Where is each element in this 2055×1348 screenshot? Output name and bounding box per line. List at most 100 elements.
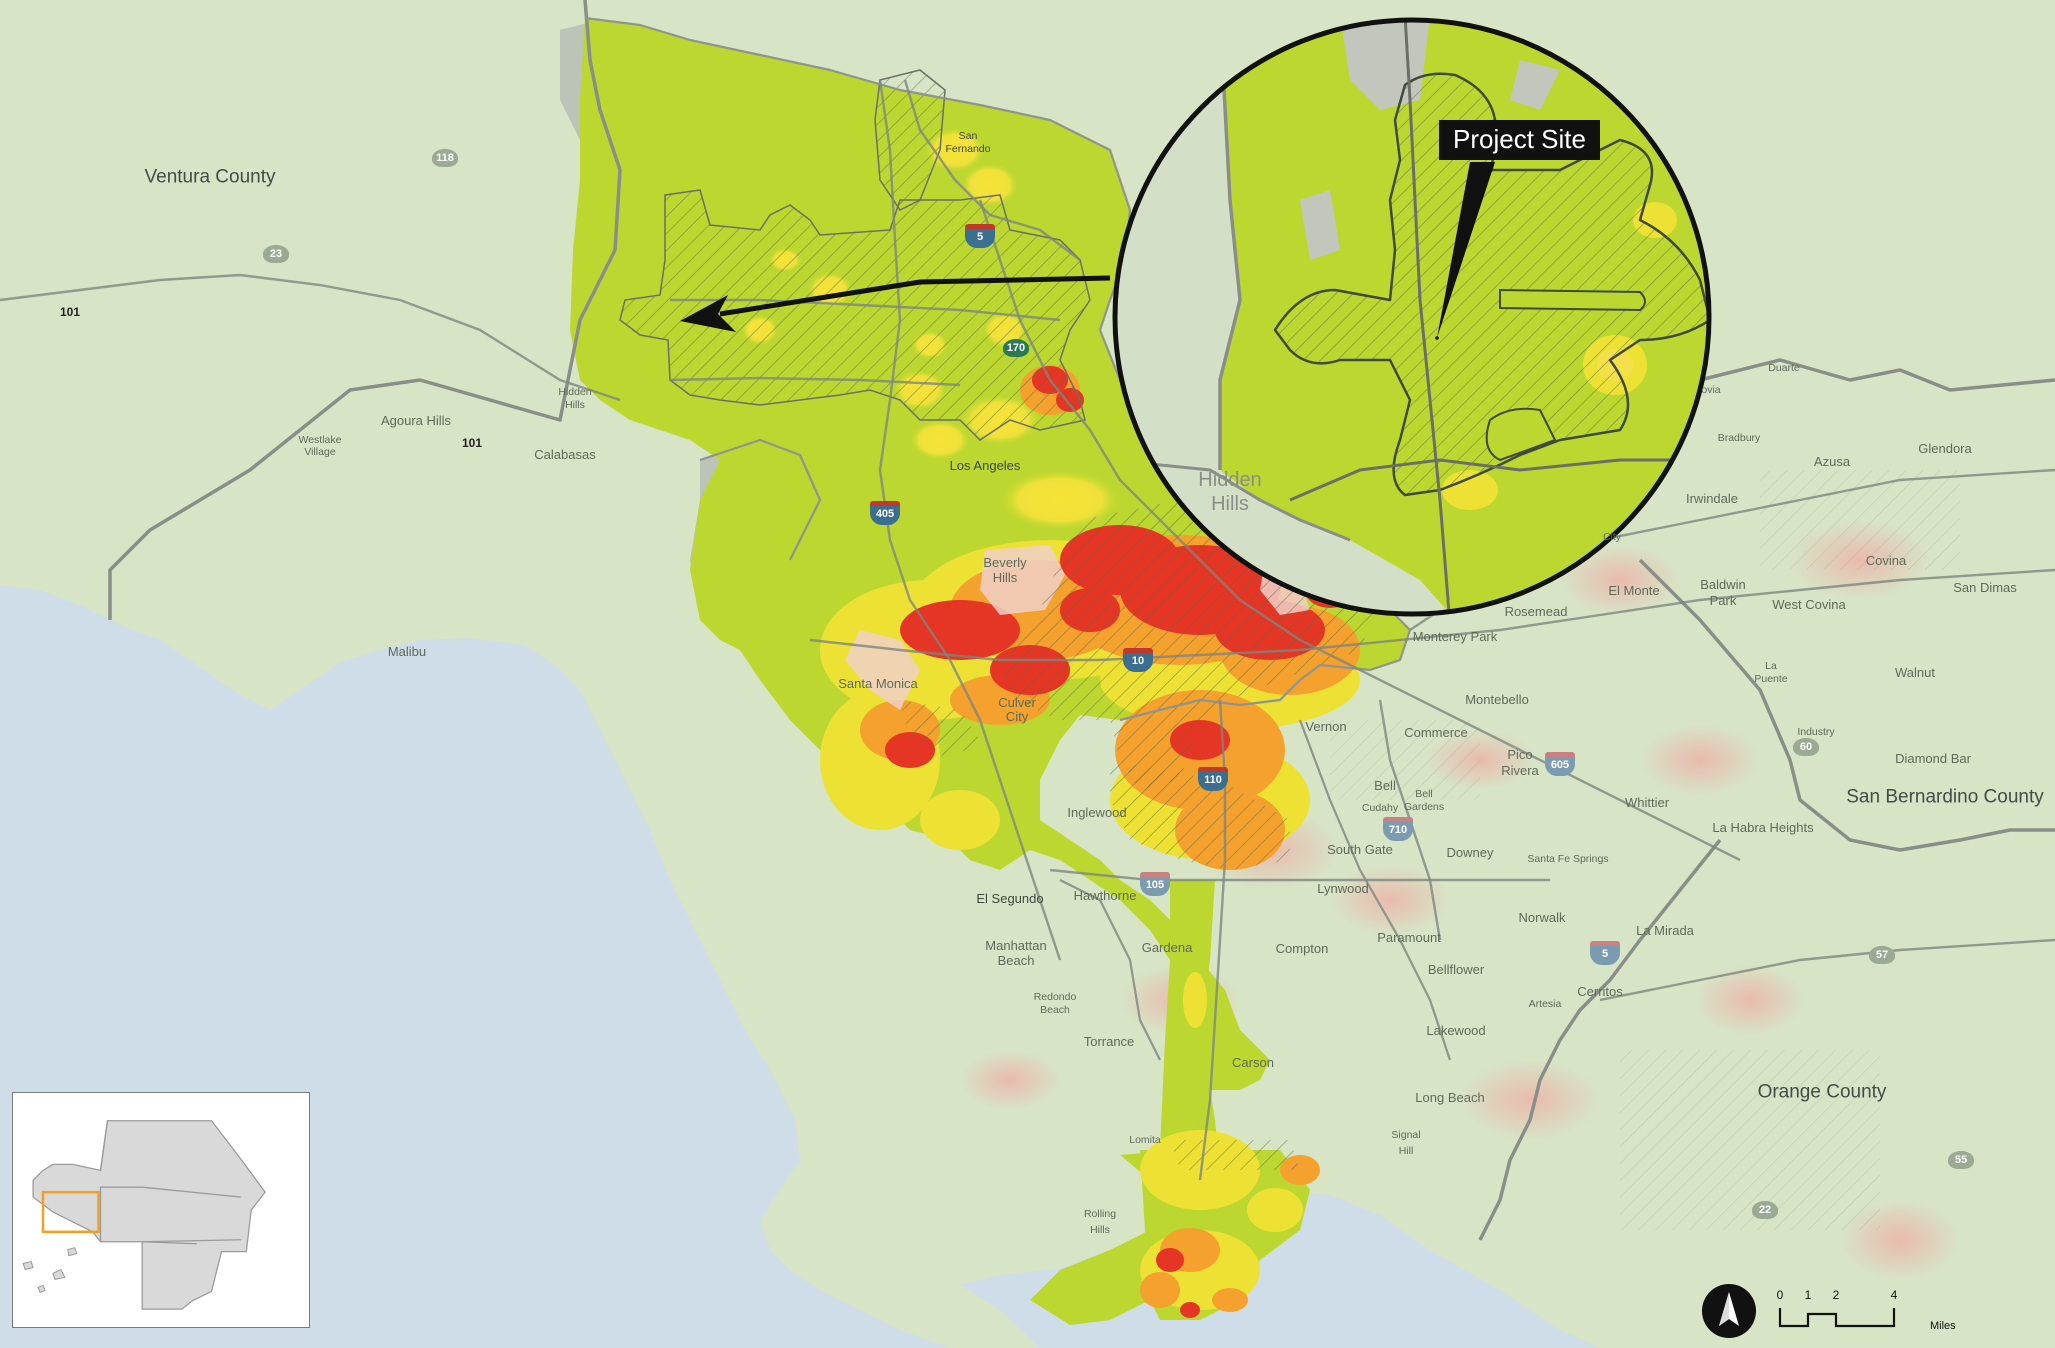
place-rolling-hills-1: Rolling — [1083, 1208, 1117, 1221]
place-torrance: Torrance — [1083, 1033, 1135, 1049]
place-san-fernando-2: Fernando — [945, 143, 991, 156]
zoom-magnifier — [1112, 17, 1712, 617]
region-label-ventura: Ventura County — [144, 166, 276, 188]
place-culver-city-2: City — [1005, 708, 1029, 724]
place-carson: Carson — [1232, 1054, 1274, 1070]
place-bellflower: Bellflower — [1427, 961, 1485, 977]
highway-ca60: 60 — [1793, 738, 1819, 756]
highway-ca23: 23 — [263, 245, 289, 263]
place-monrovia-fragment: ovia — [1701, 384, 1721, 397]
place-bradbury: Bradbury — [1717, 432, 1761, 445]
place-malibu: Malibu — [387, 643, 427, 659]
inset-highlight-box — [41, 1190, 100, 1234]
scale-bar: 0 1 2 4 Miles — [1772, 1288, 1956, 1338]
inset-counties — [32, 1120, 266, 1310]
place-lakewood: Lakewood — [1426, 1022, 1486, 1038]
place-hawthorne: Hawthorne — [1073, 887, 1137, 903]
place-la-puente-1: La — [1765, 660, 1777, 673]
place-calabasas: Calabasas — [534, 446, 596, 462]
place-inglewood: Inglewood — [1067, 804, 1127, 820]
place-san-fernando-1: San — [958, 130, 978, 143]
zoom-label-hidden: Hidden — [1198, 469, 1262, 491]
highway-i10: 10 — [1123, 648, 1153, 672]
place-duarte: Duarte — [1768, 362, 1800, 375]
place-lomita: Lomita — [1129, 1134, 1161, 1147]
place-west-covina: West Covina — [1772, 596, 1846, 612]
scale-tick-1: 1 — [1804, 1288, 1812, 1302]
place-westlake-1: Westlake — [298, 434, 342, 447]
place-baldwin-park-2: Park — [1709, 592, 1737, 608]
place-agoura-hills: Agoura Hills — [380, 412, 452, 428]
place-el-monte: El Monte — [1608, 582, 1660, 598]
place-san-dimas: San Dimas — [1953, 579, 2017, 595]
place-city-fragment: City — [1602, 531, 1622, 544]
place-redondo-beach-1: Redondo — [1033, 991, 1077, 1004]
place-signal-hill-1: Signal — [1391, 1129, 1421, 1142]
place-monterey-park: Monterey Park — [1412, 628, 1498, 644]
highway-i5-north: 5 — [965, 224, 995, 248]
place-paramount: Paramount — [1377, 929, 1441, 945]
place-azusa: Azusa — [1813, 453, 1851, 469]
place-manhattan-beach-2: Beach — [997, 952, 1035, 968]
highway-us101-b: 101 — [461, 436, 483, 450]
place-diamond-bar: Diamond Bar — [1895, 750, 1971, 766]
place-santa-monica: Santa Monica — [838, 675, 918, 691]
highway-ca57: 57 — [1869, 946, 1895, 964]
place-cerritos: Cerritos — [1577, 983, 1623, 999]
place-la-puente-2: Puente — [1754, 673, 1788, 686]
highway-us101-a: 101 — [59, 305, 81, 319]
highway-i710: 710 — [1383, 817, 1413, 841]
place-westlake-2: Village — [304, 446, 336, 459]
place-redondo-beach-2: Beach — [1040, 1004, 1070, 1017]
project-site-callout: Project Site — [1439, 120, 1600, 160]
place-glendora: Glendora — [1918, 440, 1972, 456]
highway-i105: 105 — [1140, 872, 1170, 896]
place-los-angeles: Los Angeles — [949, 457, 1021, 473]
place-baldwin-park-1: Baldwin — [1700, 576, 1746, 592]
scale-tick-4: 4 — [1890, 1288, 1898, 1302]
scale-tick-0: 0 — [1776, 1288, 1784, 1302]
highway-ca55: 55 — [1948, 1151, 1974, 1169]
place-rolling-hills-2: Hills — [1090, 1224, 1110, 1237]
place-compton: Compton — [1275, 940, 1329, 956]
place-hidden-hills-2: Hills — [565, 399, 585, 412]
place-bell-gardens-1: Bell — [1415, 788, 1433, 801]
highway-ca170: 170 — [1003, 339, 1029, 357]
place-bell: Bell — [1374, 777, 1396, 793]
place-irwindale: Irwindale — [1685, 490, 1739, 506]
place-santa-fe-springs: Santa Fe Springs — [1527, 853, 1609, 866]
highway-i110: 110 — [1198, 767, 1228, 791]
place-artesia: Artesia — [1528, 998, 1562, 1011]
place-la-habra-heights: La Habra Heights — [1712, 819, 1814, 835]
scale-tick-2: 2 — [1832, 1288, 1840, 1302]
place-pico-rivera-2: Rivera — [1501, 762, 1539, 778]
place-la-mirada: La Mirada — [1636, 922, 1694, 938]
place-cudahy: Cudahy — [1361, 802, 1399, 815]
highway-i5-south: 5 — [1590, 941, 1620, 965]
place-whittier: Whittier — [1624, 794, 1670, 810]
highway-ca118: 118 — [432, 149, 458, 167]
place-lynwood: Lynwood — [1317, 880, 1369, 896]
place-vernon: Vernon — [1305, 718, 1347, 734]
place-commerce: Commerce — [1404, 724, 1468, 740]
callout-arrow-icon — [680, 275, 1111, 332]
place-culver-city-1: Culver — [998, 694, 1036, 710]
place-beverly-hills-2: Hills — [992, 569, 1018, 585]
place-manhattan-beach-1: Manhattan — [985, 937, 1047, 953]
region-label-orange: Orange County — [1757, 1081, 1887, 1103]
highway-ca22: 22 — [1752, 1201, 1778, 1219]
place-rosemead: Rosemead — [1504, 603, 1568, 619]
locator-inset-map[interactable] — [12, 1092, 310, 1328]
place-walnut: Walnut — [1895, 664, 1935, 680]
place-beverly-hills-1: Beverly — [983, 554, 1027, 570]
place-industry: Industry — [1797, 726, 1835, 739]
place-signal-hill-2: Hill — [1398, 1145, 1414, 1158]
place-el-segundo: El Segundo — [976, 890, 1044, 906]
highway-i605: 605 — [1545, 752, 1575, 776]
place-bell-gardens-2: Gardens — [1403, 801, 1445, 814]
place-covina: Covina — [1865, 552, 1907, 568]
place-long-beach: Long Beach — [1415, 1089, 1485, 1105]
place-gardena: Gardena — [1141, 939, 1193, 955]
